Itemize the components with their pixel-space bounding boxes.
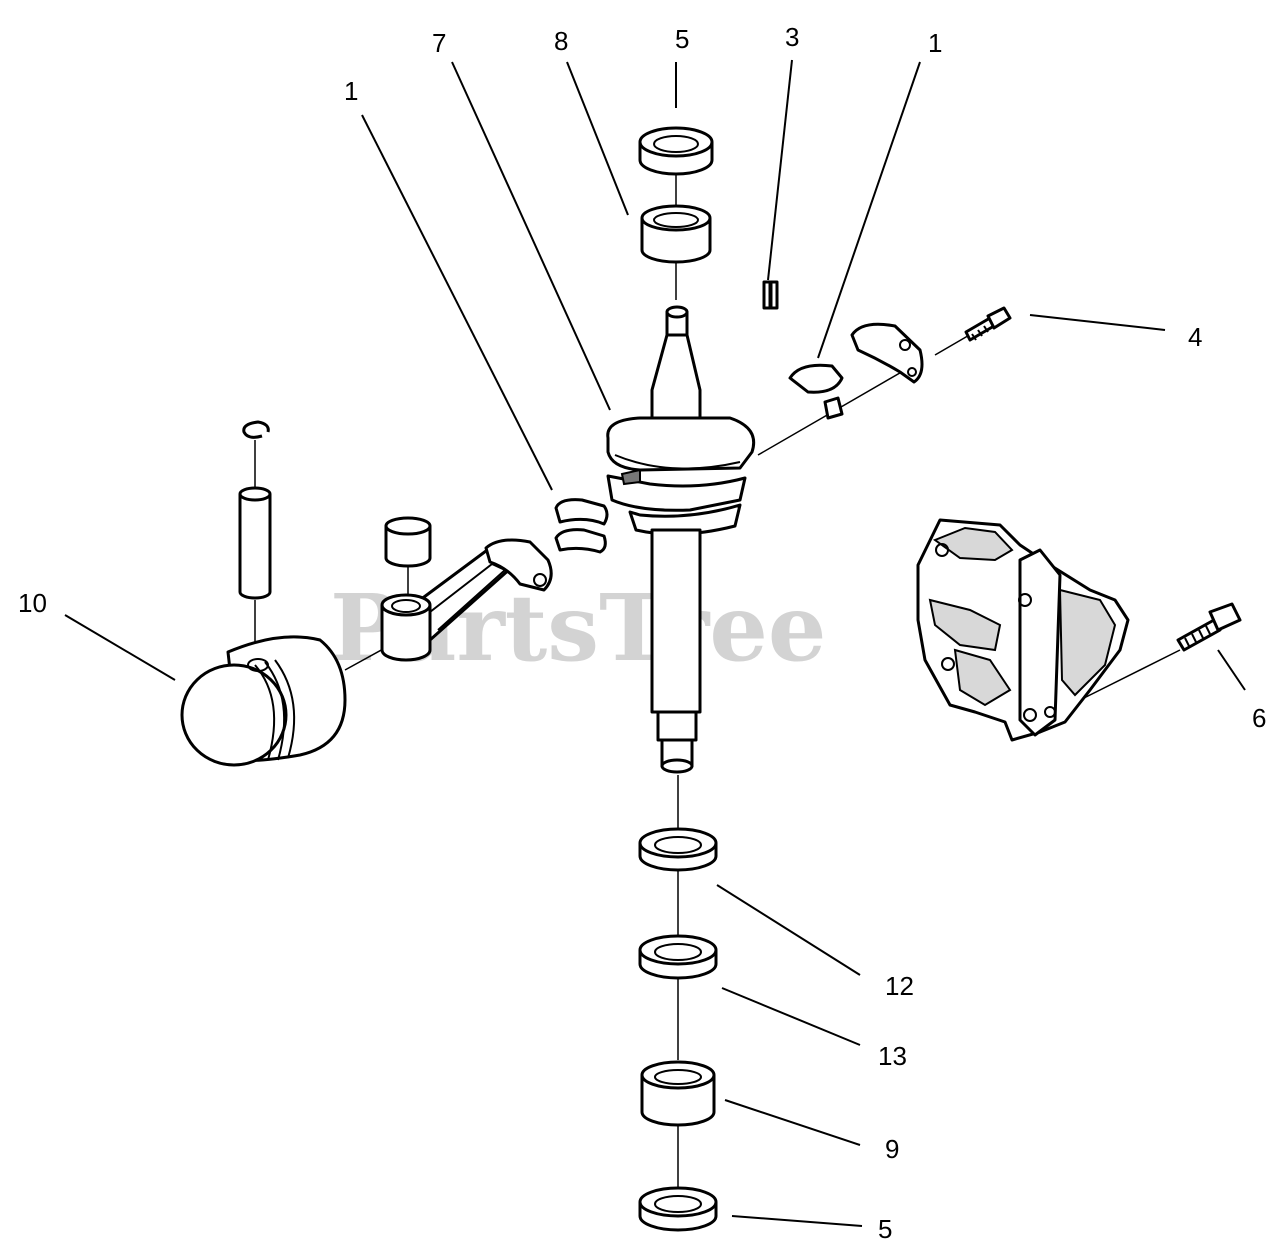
bearing-bottom-part-9 [640, 1060, 716, 1127]
crankcase-housing [916, 518, 1130, 742]
callout-5-bottom: 5 [878, 1214, 892, 1244]
washer-part-13 [638, 934, 718, 980]
callout-9: 9 [885, 1134, 899, 1164]
washer-top-part-5 [638, 126, 714, 176]
bolt-part-6 [1176, 602, 1242, 652]
bearing-shell-left-part-1 [554, 498, 609, 554]
screw-part-4 [964, 306, 1012, 342]
bearing-top-part-8 [640, 204, 712, 264]
callout-labels: 1 7 8 5 3 1 4 10 6 12 13 9 5 [18, 22, 1266, 1244]
callout-5-top: 5 [675, 24, 689, 54]
callout-4: 4 [1188, 322, 1202, 352]
washer-bottom-part-5 [638, 1186, 718, 1232]
callout-1-right: 1 [928, 28, 942, 58]
callout-1-left: 1 [344, 76, 358, 106]
small-bushing [384, 516, 432, 568]
rod-cap-right-part-1 [788, 322, 924, 420]
connecting-rod [380, 538, 553, 662]
callout-13: 13 [878, 1041, 907, 1071]
piston-pin [238, 486, 272, 600]
leader-lines [64, 59, 1246, 1227]
callout-8: 8 [554, 26, 568, 56]
callout-7: 7 [432, 28, 446, 58]
callout-10: 10 [18, 588, 47, 618]
washer-part-12 [638, 827, 718, 872]
callout-12: 12 [885, 971, 914, 1001]
retainer-clip [242, 420, 270, 439]
piston-part-10 [180, 635, 347, 767]
pins-part-3 [762, 280, 779, 310]
callout-3: 3 [785, 22, 799, 52]
callout-6: 6 [1252, 703, 1266, 733]
crankshaft-part-7 [606, 305, 756, 774]
